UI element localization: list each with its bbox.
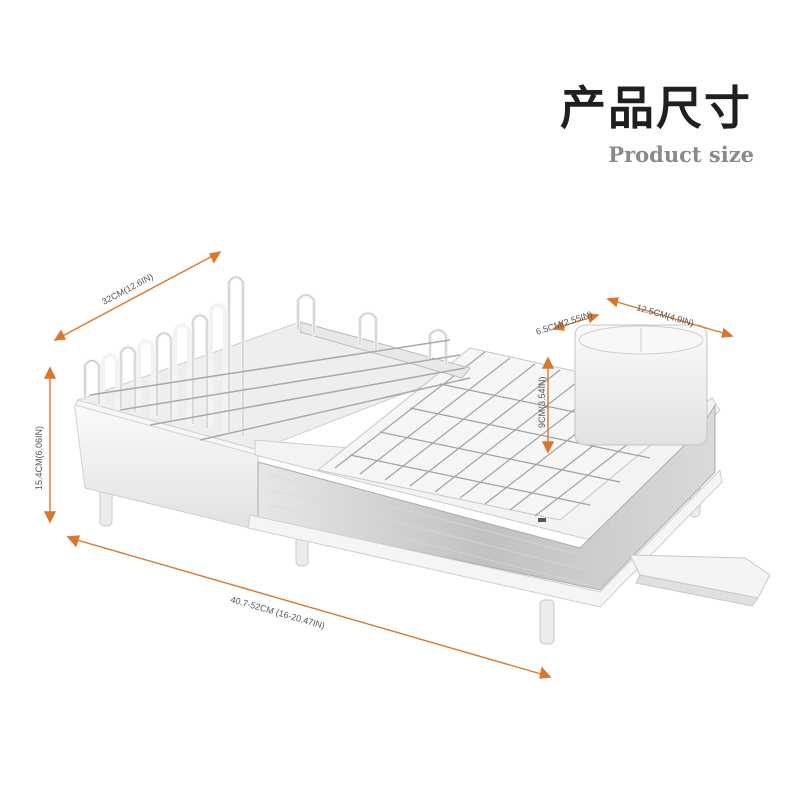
- drain-spout: [629, 554, 771, 599]
- utensil-holder: [574, 324, 708, 446]
- rack-leg: [539, 599, 555, 645]
- holder-height-label: 9CM(3.54IN): [537, 376, 547, 428]
- height-label: 15.4CM(6.06IN): [34, 426, 44, 490]
- page-subtitle: Product size: [608, 142, 754, 167]
- page-title: 产品尺寸: [560, 81, 752, 135]
- indicator-slot: [538, 518, 546, 522]
- holder-width-label: 12.5CM(4.9IN): [635, 302, 695, 328]
- dimension-lines: [43, 251, 734, 679]
- dish-rack: [74, 275, 771, 645]
- length-label: 40.7-52CM (16-20.47IN): [229, 594, 326, 631]
